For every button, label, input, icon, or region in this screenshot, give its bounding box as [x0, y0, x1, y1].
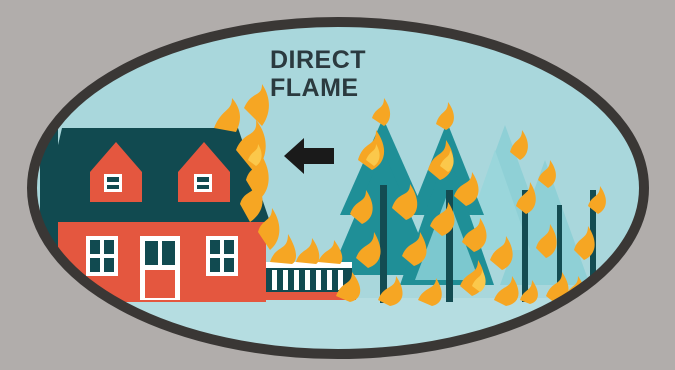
label-direct: DIRECT	[270, 46, 366, 74]
label-flame: FLAME	[270, 74, 359, 102]
